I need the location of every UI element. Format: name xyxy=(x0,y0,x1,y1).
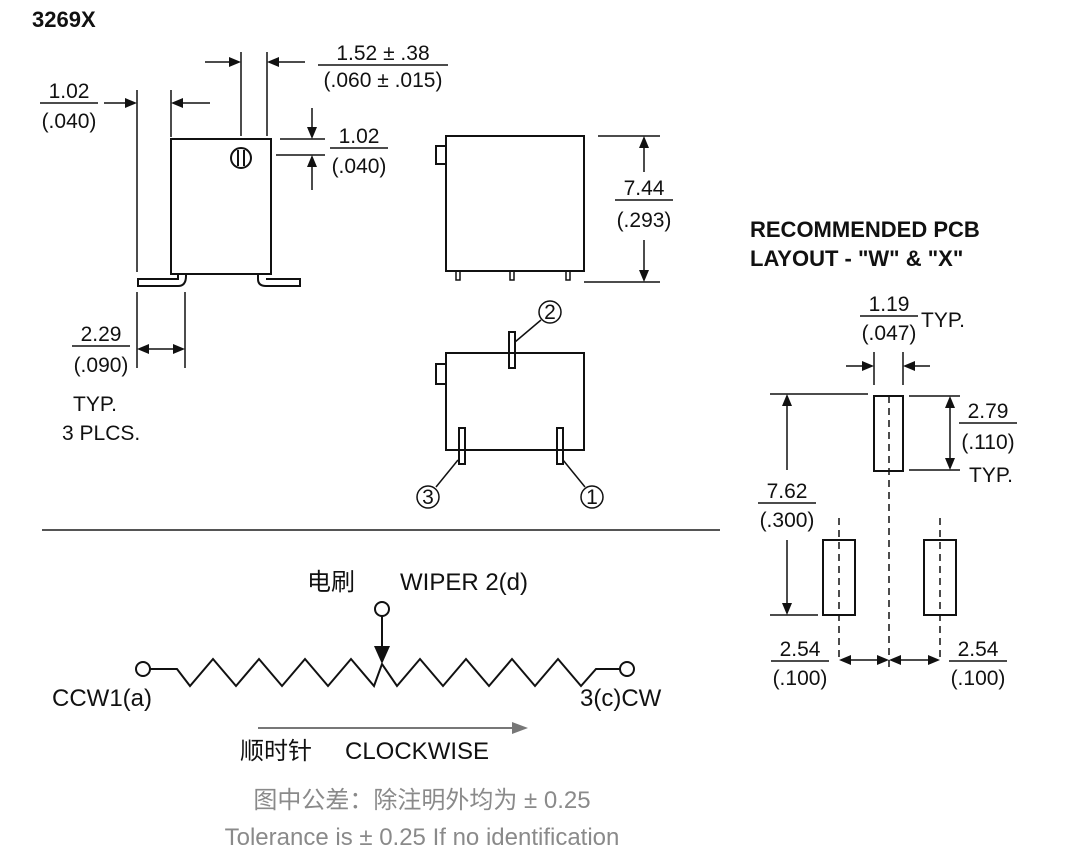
svg-text:TYP.: TYP. xyxy=(921,309,965,332)
svg-text:(.110): (.110) xyxy=(961,431,1014,454)
resistor-zigzag xyxy=(150,657,620,688)
pin-3-marker xyxy=(416,485,440,509)
svg-text:7.62: 7.62 xyxy=(767,480,808,503)
adjust-screw-icon xyxy=(230,147,252,169)
svg-text:3 PLCS.: 3 PLCS. xyxy=(62,422,140,445)
svg-text:7.44: 7.44 xyxy=(624,177,665,200)
svg-text:2.79: 2.79 xyxy=(968,400,1009,423)
ccw-label: CCW1(a) xyxy=(52,685,152,712)
wiper-arrow-icon xyxy=(374,646,390,664)
svg-text:1.19: 1.19 xyxy=(869,293,910,316)
svg-text:3: 3 xyxy=(422,486,434,509)
svg-text:(.060 ± .015): (.060 ± .015) xyxy=(324,69,443,92)
side-offset-dim: 1.02 (.040) xyxy=(40,80,98,133)
svg-text:1: 1 xyxy=(586,486,598,509)
clockwise-cn-label: 顺时针 xyxy=(240,738,312,765)
pin-1-marker xyxy=(580,485,604,509)
svg-text:2.54: 2.54 xyxy=(958,638,999,661)
wiper-cn-label: 电刷 xyxy=(307,569,355,596)
svg-text:(.047): (.047) xyxy=(862,322,917,345)
model-label: 3269X xyxy=(32,7,96,32)
tolerance-note-en: Tolerance is ± 0.25 If no identification xyxy=(225,824,620,851)
svg-text:(.100): (.100) xyxy=(773,667,828,690)
svg-text:1.02: 1.02 xyxy=(49,80,90,103)
svg-text:1.52 ± .38: 1.52 ± .38 xyxy=(336,42,429,65)
svg-text:2.29: 2.29 xyxy=(81,323,122,346)
svg-text:(.040): (.040) xyxy=(332,155,387,178)
pcb-title-2: LAYOUT - "W" & "X" xyxy=(750,246,963,271)
left-foot xyxy=(137,274,187,287)
clockwise-label: CLOCKWISE xyxy=(345,738,489,765)
schematic: 电刷 WIPER 2(d) CCW1(a) 3(c)CW 顺时针 CLOCKWI… xyxy=(52,569,662,765)
wiper-terminal xyxy=(374,601,390,617)
right-foot xyxy=(257,274,301,287)
cw-terminal xyxy=(619,661,635,677)
svg-text:(.090): (.090) xyxy=(74,354,129,377)
svg-text:TYP.: TYP. xyxy=(73,393,117,416)
svg-text:(.100): (.100) xyxy=(951,667,1006,690)
pin-2-marker xyxy=(538,300,562,324)
top-offset-dim: 1.02 (.040) xyxy=(330,125,388,178)
height-dim: 7.44 (.293) xyxy=(615,177,673,232)
front-view xyxy=(435,135,660,283)
side-view xyxy=(104,52,325,368)
pcb-title-1: RECOMMENDED PCB xyxy=(750,217,980,242)
svg-text:TYP.: TYP. xyxy=(969,464,1013,487)
svg-text:(.040): (.040) xyxy=(42,110,97,133)
svg-text:1.02: 1.02 xyxy=(339,125,380,148)
svg-text:(.300): (.300) xyxy=(760,509,815,532)
wiper-label: WIPER 2(d) xyxy=(400,569,528,596)
svg-text:2: 2 xyxy=(544,301,556,324)
svg-text:(.293): (.293) xyxy=(617,209,672,232)
pcb-layout: RECOMMENDED PCB LAYOUT - "W" & "X" 1.19 … xyxy=(750,217,1017,690)
foot-dim: 2.29 (.090) TYP. 3 PLCS. xyxy=(62,323,140,445)
svg-text:2.54: 2.54 xyxy=(780,638,821,661)
pin-spacing-dim: 1.52 ± .38 (.060 ± .015) xyxy=(318,42,448,92)
tolerance-note-cn: 图中公差：除注明外均为 ± 0.25 xyxy=(253,787,590,814)
cw-label: 3(c)CW xyxy=(580,685,662,712)
ccw-terminal xyxy=(135,661,151,677)
pin-view: 2 3 1 xyxy=(416,300,604,509)
